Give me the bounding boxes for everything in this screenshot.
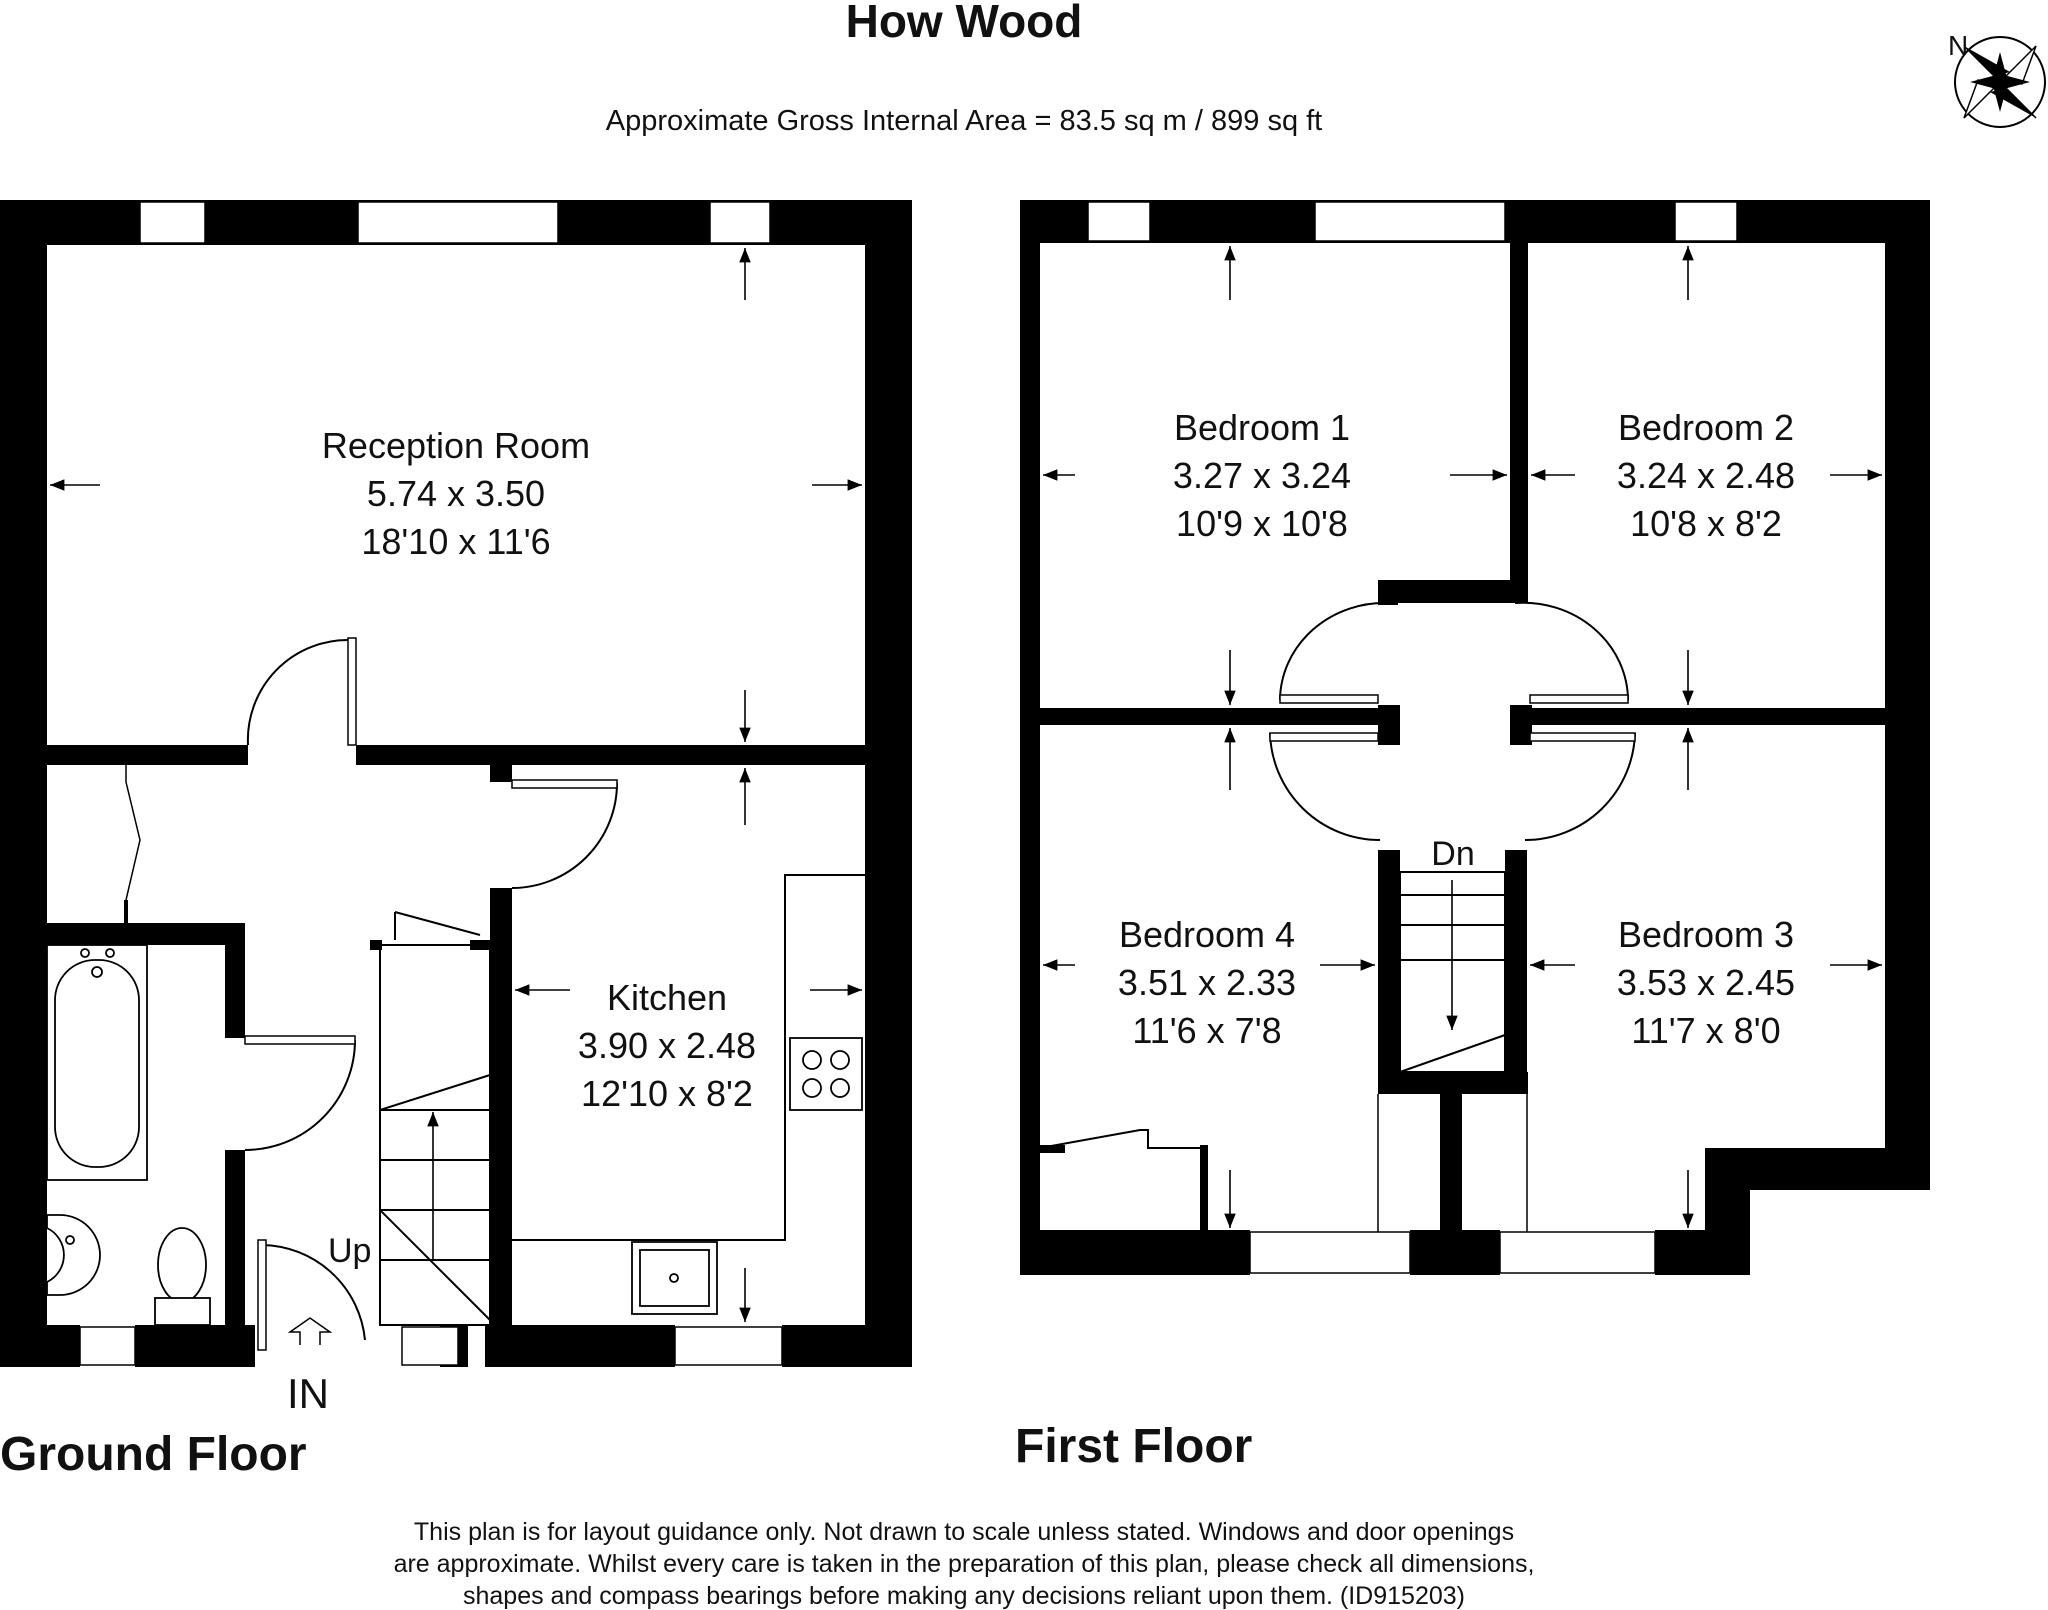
room-name: Bedroom 4: [1119, 914, 1295, 955]
room-name: Bedroom 2: [1618, 407, 1794, 448]
room-name: Bedroom 1: [1174, 407, 1350, 448]
room-imperial: 12'10 x 8'2: [581, 1073, 753, 1114]
room-name: Bedroom 3: [1618, 914, 1794, 955]
window: [79, 1326, 136, 1366]
room-imperial: 11'6 x 7'8: [1132, 1010, 1281, 1051]
window: [139, 201, 206, 244]
first-floor-plan: [1020, 200, 1930, 1275]
room-name: Reception Room: [322, 425, 590, 466]
room-imperial: 10'8 x 8'2: [1630, 503, 1782, 544]
room-imperial: 10'9 x 10'8: [1176, 503, 1348, 544]
window: [1499, 1231, 1656, 1274]
disclaimer-line: This plan is for layout guidance only. N…: [414, 1518, 1514, 1546]
floor-label: First Floor: [1015, 1420, 1252, 1473]
stairs-label: Dn: [1431, 835, 1474, 873]
disclaimer-line: are approximate. Whilst every care is ta…: [394, 1550, 1535, 1578]
room-metric: 3.51 x 2.33: [1118, 962, 1296, 1003]
room-metric: 3.53 x 2.45: [1617, 962, 1795, 1003]
window: [1249, 1231, 1411, 1274]
room-imperial: 18'10 x 11'6: [361, 521, 550, 562]
plan-title: How Wood: [846, 0, 1083, 47]
window: [357, 201, 559, 244]
window: [709, 201, 771, 244]
disclaimer-line: shapes and compass bearings before makin…: [463, 1582, 1465, 1610]
compass-rose-icon: [1954, 36, 2046, 128]
window: [674, 1326, 783, 1366]
room-metric: 3.90 x 2.48: [578, 1025, 756, 1066]
window: [1087, 201, 1151, 242]
window: [401, 1326, 459, 1366]
floor-label: Ground Floor: [0, 1428, 307, 1481]
room-imperial: 11'7 x 8'0: [1631, 1010, 1780, 1051]
entrance-label: IN: [287, 1370, 329, 1417]
room-metric: 3.24 x 2.48: [1617, 455, 1795, 496]
room-metric: 5.74 x 3.50: [367, 473, 545, 514]
area-subtitle: Approximate Gross Internal Area = 83.5 s…: [606, 105, 1323, 137]
stairs-label: Up: [328, 1232, 371, 1270]
window: [1674, 201, 1738, 242]
ground-floor-plan: [0, 200, 912, 1367]
compass-north-label: N: [1948, 30, 1968, 61]
window: [1314, 201, 1506, 242]
room-name: Kitchen: [607, 977, 727, 1018]
room-metric: 3.27 x 3.24: [1173, 455, 1351, 496]
